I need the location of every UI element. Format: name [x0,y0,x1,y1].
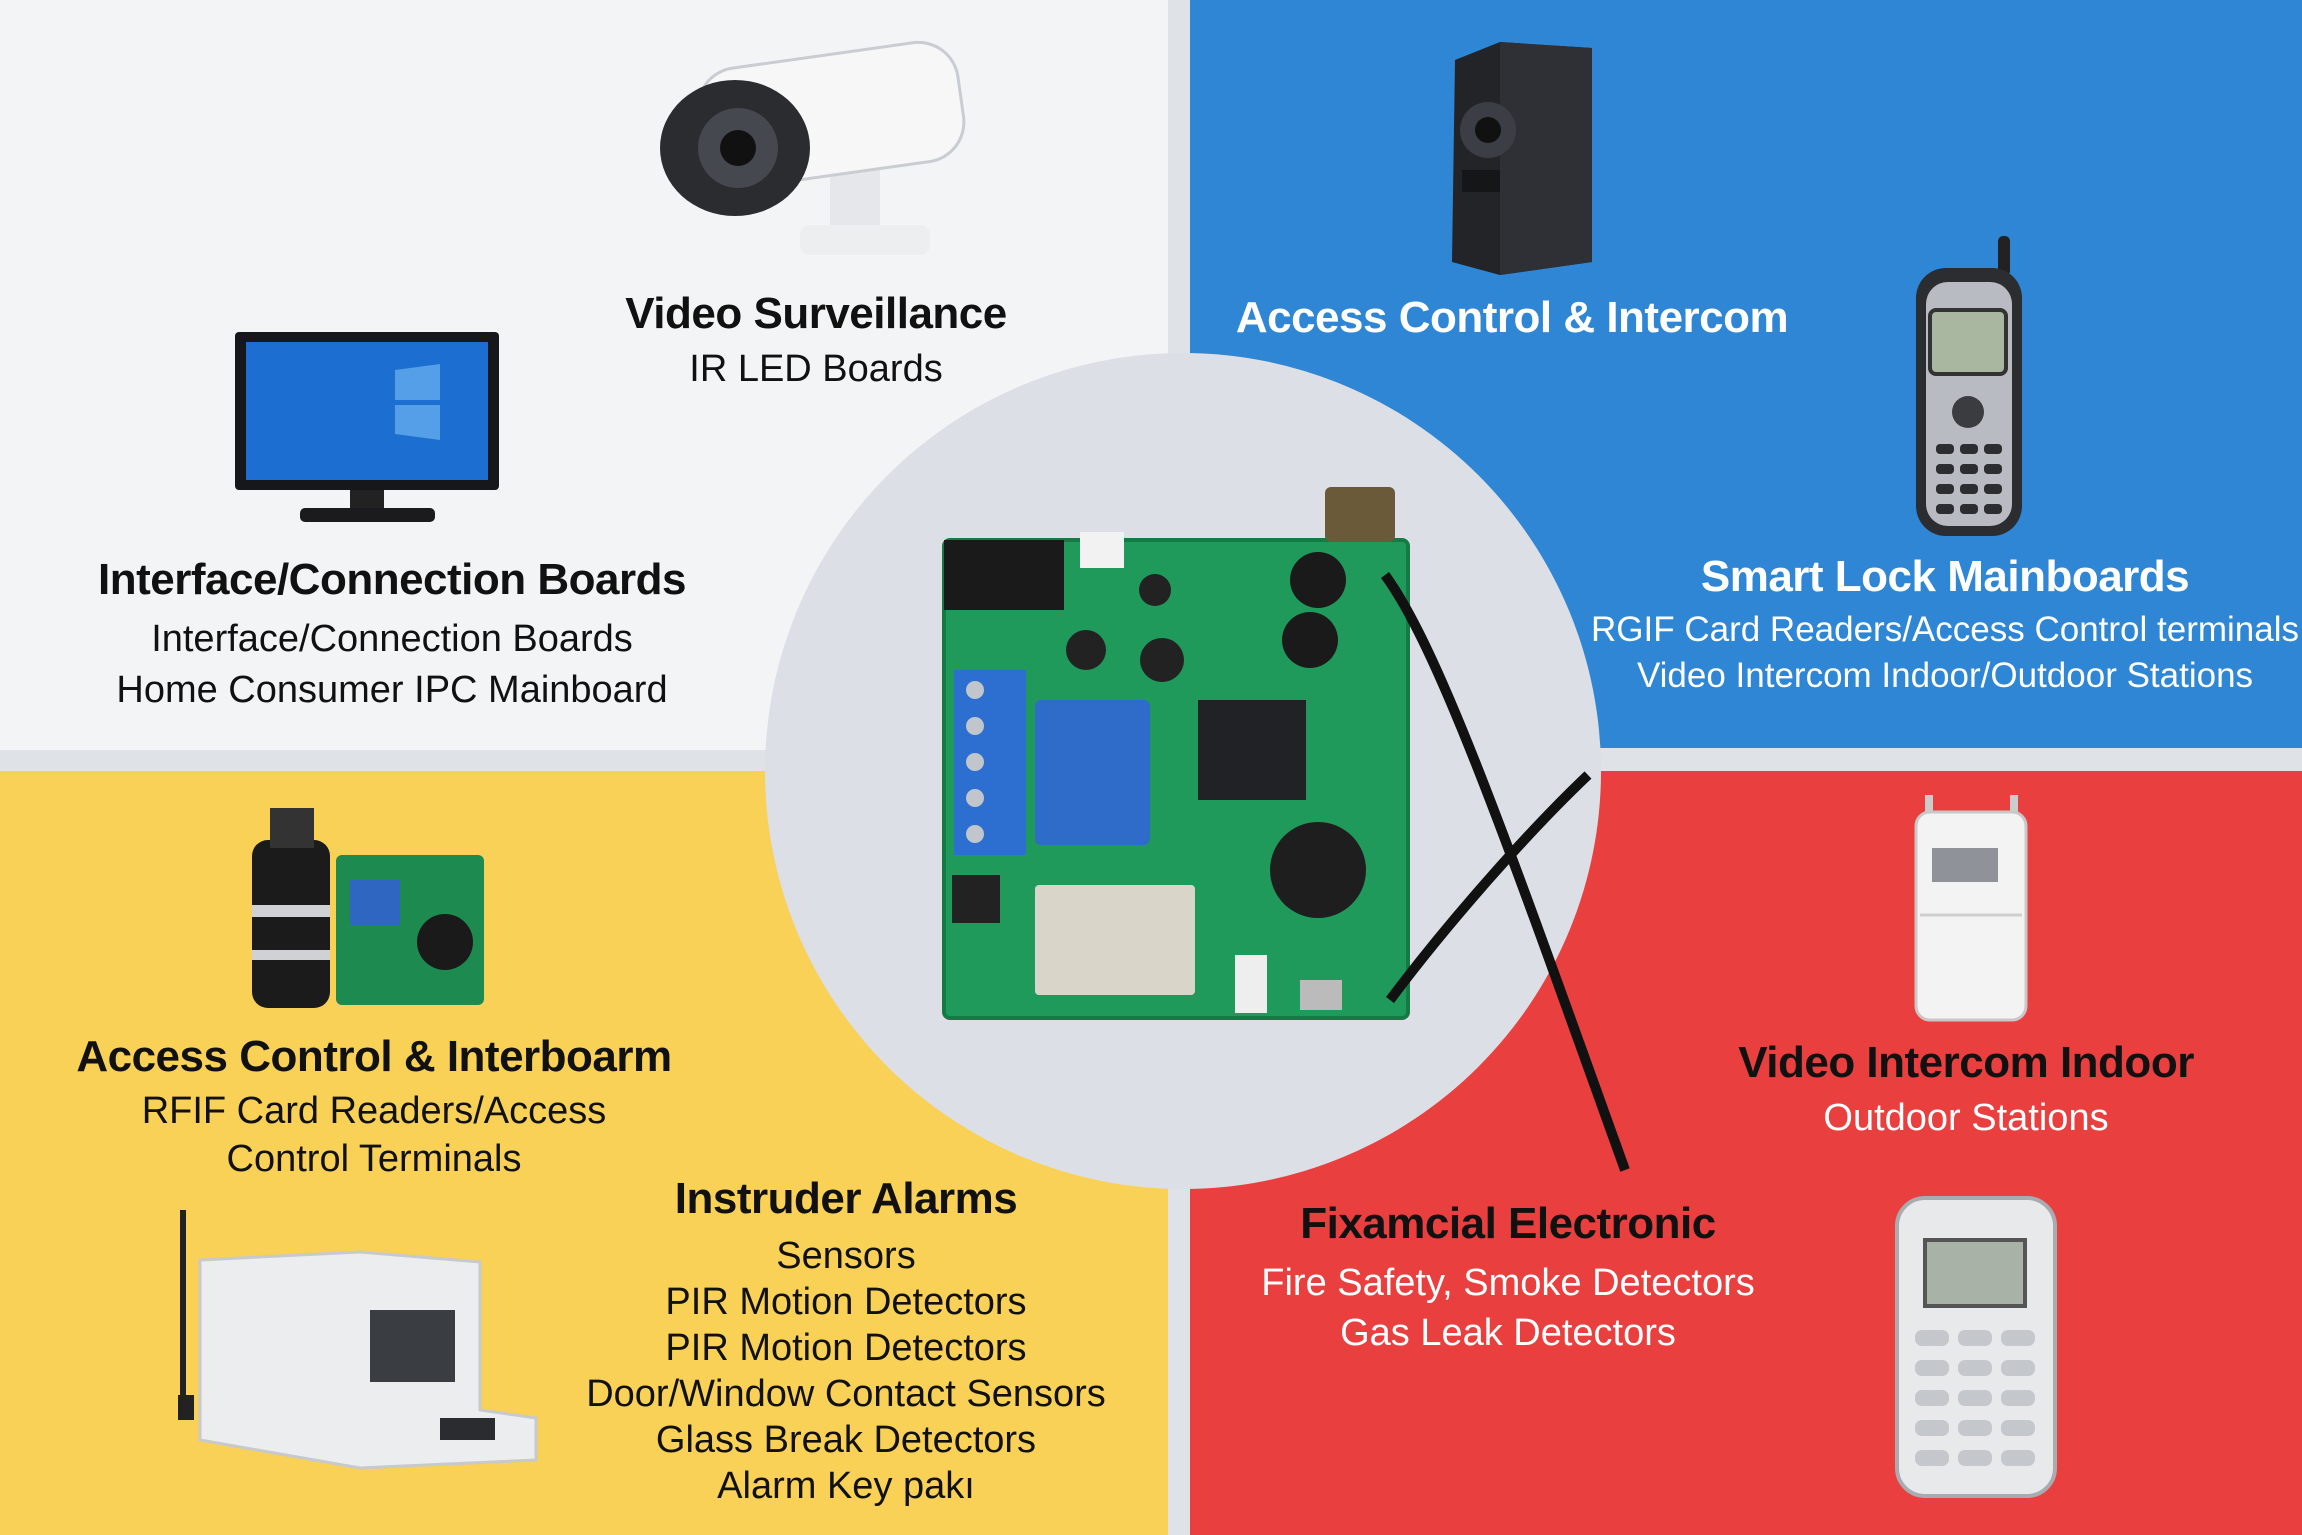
section-line: Glass Break Detectors [655,1419,1037,1461]
section-title: Access Control & Interboarm [76,1032,672,1081]
section-title: Interface/Connection Boards [98,555,686,604]
section-line: Alarm Key pakı [717,1465,975,1507]
section-line: PIR Motion Detectors [665,1327,1027,1369]
keypad-phone-icon [1895,1196,2057,1498]
section-title: Video Intercom Indoor [1738,1038,2194,1087]
cordless-phone-icon [1916,236,2022,536]
section-intruder-alarms: Instruder Alarms Sensors PIR Motion Dete… [586,1173,1106,1509]
section-video-surveillance: Video Surveillance IR LED Boards [625,288,1007,392]
section-title: Video Surveillance [625,289,1007,338]
section-line: Fire Safety, Smoke Detectors [1261,1262,1755,1304]
section-line: Gas Leak Detectors [1340,1312,1676,1354]
wall-detector-icon [1914,795,2028,1022]
alarm-panel-icon [178,1210,538,1470]
section-fixamcial: Fixamcial Electronic Fire Safety, Smoke … [1261,1198,1754,1358]
section-title: Smart Lock Mainboards [1700,552,2190,601]
section-access-intercom: Access Control & Intercom [1235,292,1789,344]
section-line: RGIF Card Readers/Access Control termina… [1591,610,2299,649]
section-title: Access Control & Intercom [1235,293,1789,342]
monitor-icon [235,332,499,522]
section-line: Door/Window Contact Sensors [586,1373,1106,1415]
section-interface-boards: Interface/Connection Boards Interface/Co… [98,554,686,716]
cctv-camera-icon [660,40,966,255]
section-line: Home Consumer IPC Mainboard [116,669,668,711]
intercom-box-icon [1452,42,1592,275]
section-line: RFIF Card Readers/Access [141,1090,607,1132]
section-line: Control Terminals [226,1138,522,1180]
section-line: IR LED Boards [689,348,943,390]
section-title: Fixamcial Electronic [1300,1199,1716,1248]
sensor-module-icon [252,808,484,1008]
section-line: Video Intercom Indoor/Outdoor Stations [1636,656,2254,695]
section-video-intercom: Video Intercom Indoor Outdoor Stations [1738,1037,2194,1141]
section-access-interboarm: Access Control & Interboarm RFIF Card Re… [76,1031,672,1183]
section-line: PIR Motion Detectors [665,1281,1027,1323]
section-line: Sensors [776,1235,916,1277]
section-title: Instruder Alarms [674,1174,1018,1223]
section-line: Interface/Connection Boards [151,618,633,660]
section-smart-lock: Smart Lock Mainboards RGIF Card Readers/… [1591,551,2299,699]
pcb-board-icon [942,487,1410,1020]
section-line: Outdoor Stations [1823,1097,2109,1139]
cable [1380,572,1630,1172]
cable [1386,771,1592,1004]
